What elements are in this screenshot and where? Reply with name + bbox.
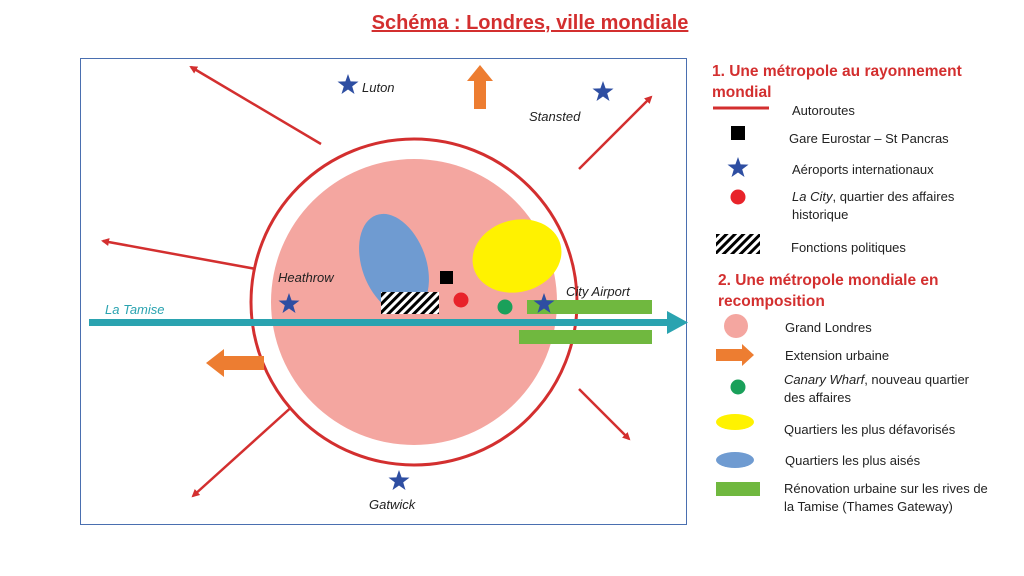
legend-airports: Aéroports internationaux [792, 162, 934, 177]
map-drawing [89, 65, 688, 498]
renovation-bar-north [527, 300, 652, 314]
urban-extension-west-arrow [206, 349, 264, 377]
thames-arrowhead [667, 311, 688, 334]
rich-districts-area [359, 213, 429, 315]
stansted-label: Stansted [529, 109, 581, 124]
renovation-legend-icon [716, 482, 760, 496]
legend-poor: Quartiers les plus défavorisés [784, 422, 956, 437]
poor-districts-area [472, 219, 562, 293]
legend-autoroutes: Autoroutes [792, 103, 855, 118]
heathrow-star-icon [278, 293, 300, 313]
legend-rich: Quartiers les plus aisés [785, 453, 921, 468]
motorway-w [101, 238, 257, 271]
extension-legend-arrow-icon [716, 344, 754, 366]
diagram-title: Schéma : Londres, ville mondiale [371, 12, 689, 34]
urban-extension-north-arrow [467, 65, 493, 109]
legend-renovation: Rénovation urbaine sur les rives de la T… [784, 481, 988, 514]
motorway-legend-icon [713, 106, 769, 110]
legend-grand-londres: Grand Londres [785, 320, 872, 335]
luton-star-icon [337, 74, 359, 94]
motorway-sw [191, 393, 307, 498]
grand-londres-legend-icon [724, 314, 748, 338]
political-legend-icon [716, 234, 760, 254]
legend-canary-wharf: Canary Wharf, nouveau quartier des affai… [784, 372, 969, 405]
legend-extension: Extension urbaine [785, 348, 890, 363]
legend-eurostar: Gare Eurostar – St Pancras [789, 131, 949, 146]
legend-section-2-title: 2. Une métropole mondiale en recompositi… [718, 272, 939, 310]
legend-la-city: La City, quartier des affaires historiqu… [792, 189, 955, 222]
motorway-se [578, 388, 631, 441]
london-map: Luton Stansted Heathrow City Airport Gat… [80, 58, 688, 525]
luton-label: Luton [362, 80, 395, 95]
gatwick-label: Gatwick [369, 497, 416, 512]
city-airport-star-icon [533, 293, 555, 313]
city-airport-label: City Airport [566, 284, 630, 299]
heathrow-label: Heathrow [278, 270, 334, 285]
la-city-legend-icon [730, 189, 746, 205]
la-city-marker [453, 292, 469, 308]
renovation-bar-south [519, 330, 652, 344]
canary-wharf-legend-icon [730, 379, 746, 395]
poor-legend-icon [716, 414, 754, 430]
motorways [101, 65, 653, 498]
airport-legend-star-icon [727, 157, 749, 177]
thames-river [89, 319, 669, 326]
legend-political: Fonctions politiques [791, 240, 906, 255]
legend-section-1-title: 1. Une métropole au rayonnement mondial [712, 63, 962, 101]
canary-wharf-marker [497, 299, 513, 315]
eurostar-station-marker [440, 271, 453, 284]
airports [278, 74, 614, 490]
rich-legend-icon [716, 452, 754, 468]
thames-label: La Tamise [105, 302, 165, 317]
gatwick-star-icon [388, 470, 410, 490]
eurostar-legend-icon [731, 126, 745, 140]
political-functions-area [381, 292, 439, 314]
stansted-star-icon [592, 81, 614, 101]
motorway-ne [578, 95, 653, 170]
motorway-nw [189, 65, 322, 146]
